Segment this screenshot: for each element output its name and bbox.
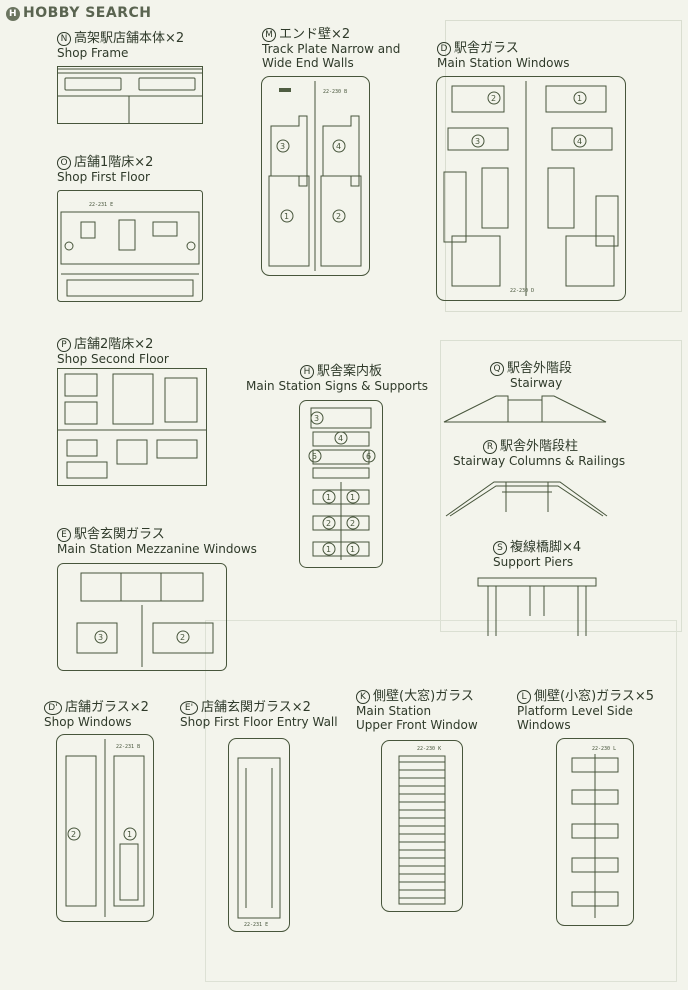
svg-text:22-230 K: 22-230 K <box>417 746 441 752</box>
background-ghost-panel <box>205 620 677 982</box>
svg-text:2: 2 <box>491 94 496 103</box>
main-station-windows-sprue: 2 1 3 4 22-230 D <box>436 76 626 301</box>
svg-text:3: 3 <box>475 137 480 146</box>
svg-text:2: 2 <box>336 212 341 221</box>
shop-windows-sprue: 22-231 B 2 1 <box>56 734 154 922</box>
svg-text:5: 5 <box>312 452 317 461</box>
background-ghost-panel <box>440 340 682 632</box>
shop-first-floor-part: 22-231 E <box>57 190 203 302</box>
svg-text:22-231 E: 22-231 E <box>89 202 113 208</box>
svg-text:2: 2 <box>350 519 355 528</box>
part-label-Dp: D'店舗ガラス×2 Shop Windows <box>44 700 149 729</box>
svg-text:22-231 B: 22-231 B <box>116 744 140 750</box>
svg-text:1: 1 <box>127 830 132 839</box>
upper-front-window-sprue: 22-230 K <box>381 740 463 912</box>
svg-text:1: 1 <box>350 545 355 554</box>
svg-text:22-230 L: 22-230 L <box>592 746 616 752</box>
background-ghost-panel <box>445 20 682 312</box>
svg-text:3: 3 <box>314 414 319 423</box>
shop-entry-wall-sprue: 22-231 E <box>228 738 290 932</box>
svg-text:22-231 E: 22-231 E <box>244 922 268 928</box>
svg-text:1: 1 <box>326 545 331 554</box>
end-walls-sprue: 22-230 B 3 4 1 2 <box>261 76 370 276</box>
svg-text:1: 1 <box>577 94 582 103</box>
svg-text:3: 3 <box>98 633 103 642</box>
stairway-railings-part <box>445 481 608 517</box>
svg-text:2: 2 <box>180 633 185 642</box>
part-label-Ep: E'店舗玄関ガラス×2 Shop First Floor Entry Wall <box>180 700 338 729</box>
svg-text:2: 2 <box>326 519 331 528</box>
svg-text:22-230 B: 22-230 B <box>323 89 347 95</box>
svg-text:1: 1 <box>284 212 289 221</box>
mezzanine-windows-sprue: 3 2 <box>57 563 227 671</box>
svg-text:4: 4 <box>336 142 341 151</box>
support-piers-part <box>477 577 597 636</box>
shop-frame-part <box>57 66 203 124</box>
svg-text:6: 6 <box>366 452 371 461</box>
svg-text:4: 4 <box>577 137 582 146</box>
svg-text:1: 1 <box>326 493 331 502</box>
svg-text:3: 3 <box>280 142 285 151</box>
platform-side-windows-sprue: 22-230 L <box>556 738 634 926</box>
svg-text:4: 4 <box>338 434 343 443</box>
svg-text:2: 2 <box>71 830 76 839</box>
shop-second-floor-part <box>57 368 207 486</box>
station-signs-sprue: 4 5 6 3 1 1 2 2 1 1 <box>299 400 383 568</box>
stairway-part <box>443 395 607 423</box>
svg-text:22-230 D: 22-230 D <box>510 288 534 294</box>
svg-text:1: 1 <box>350 493 355 502</box>
